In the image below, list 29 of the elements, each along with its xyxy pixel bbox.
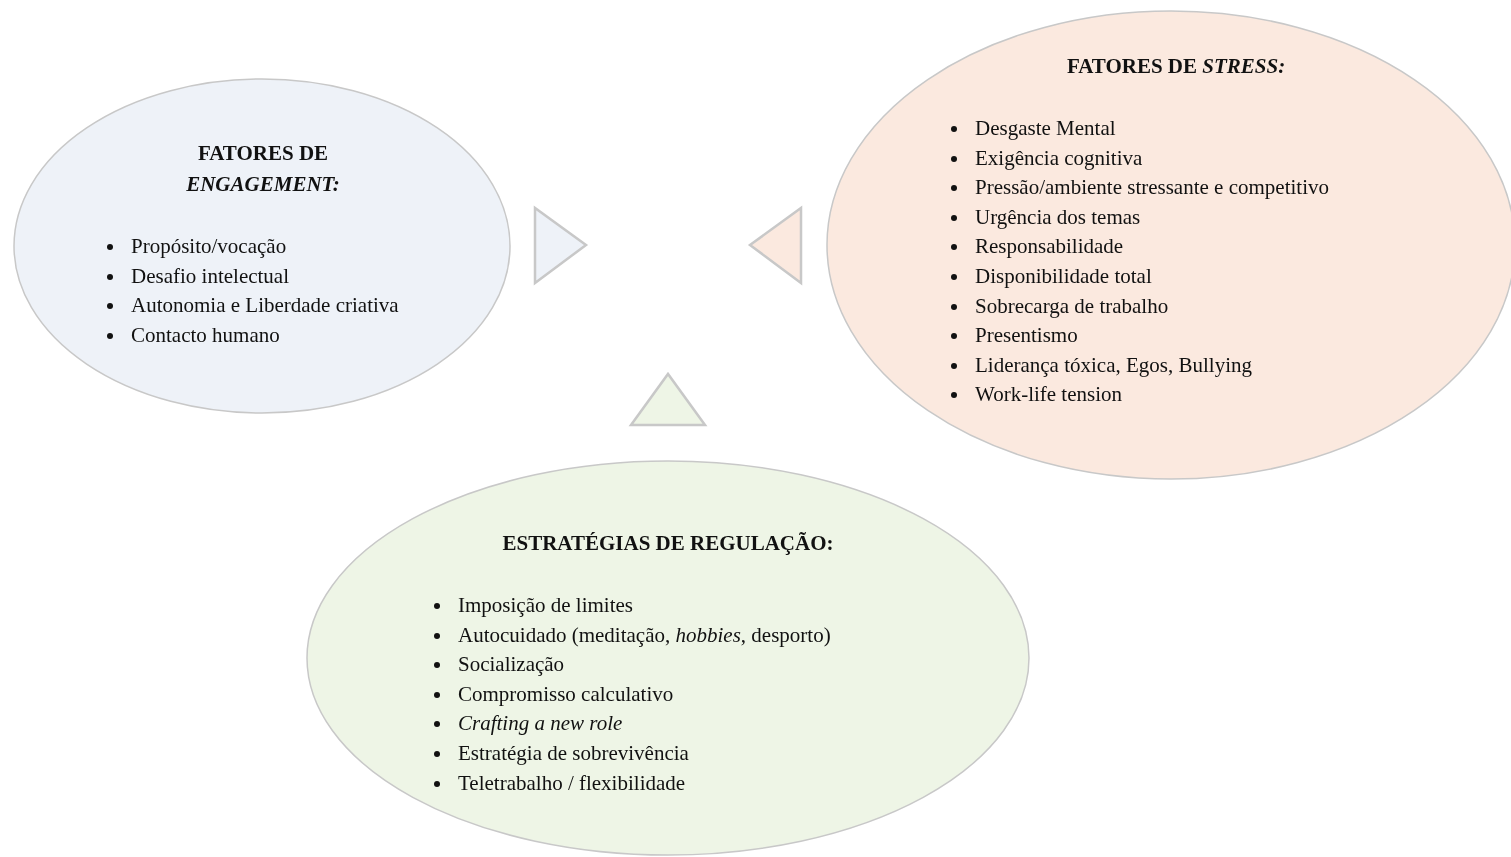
bullet-item: Autocuidado (meditação, hobbies, desporto) [458, 622, 831, 647]
triangle-marker [628, 371, 708, 427]
bullet-item: Contacto humano [131, 322, 280, 347]
bullet-item: Exigência cognitiva [975, 145, 1143, 170]
bullet-item: Responsabilidade [975, 234, 1124, 259]
bullet-item: Crafting a new role [458, 711, 623, 736]
bullet-item: Compromisso calculativo [458, 681, 674, 706]
bullet-item: Pressão/ambiente stressante e competitivo [975, 175, 1329, 200]
heading: FATORES DE STRESS: [1065, 53, 1287, 80]
triangle-marker [533, 205, 589, 286]
bullet-item: Imposição de limites [458, 593, 633, 617]
bullet-item: Desafio intelectual [131, 263, 289, 288]
bullet-item: Work-life tension [975, 382, 1123, 407]
bullet-item: Estratégia de sobrevivência [458, 740, 689, 765]
heading: ESTRATÉGIAS DE REGULAÇÃO: [501, 530, 835, 557]
bullet-item: Disponibilidade total [975, 263, 1152, 288]
bullet-item: Teletrabalho / flexibilidade [458, 770, 686, 795]
bullet-item: Presentismo [975, 323, 1078, 348]
bullet-item: Socialização [458, 652, 565, 677]
bullet-item: Urgência dos temas [975, 204, 1141, 229]
bullet-item: Liderança tóxica, Egos, Bullying [975, 352, 1252, 377]
ellipse-node [13, 78, 511, 414]
bullet-item: Autonomia e Liberdade criativa [131, 293, 399, 318]
heading: FATORES DE ENGAGEMENT: [185, 140, 341, 198]
ellipse-node [306, 460, 1030, 856]
triangle-marker [747, 205, 803, 286]
bullet-item: Propósito/vocação [131, 234, 287, 258]
bullet-item: Desgaste Mental [975, 116, 1116, 140]
bullet-item: Sobrecarga de trabalho [975, 293, 1169, 318]
